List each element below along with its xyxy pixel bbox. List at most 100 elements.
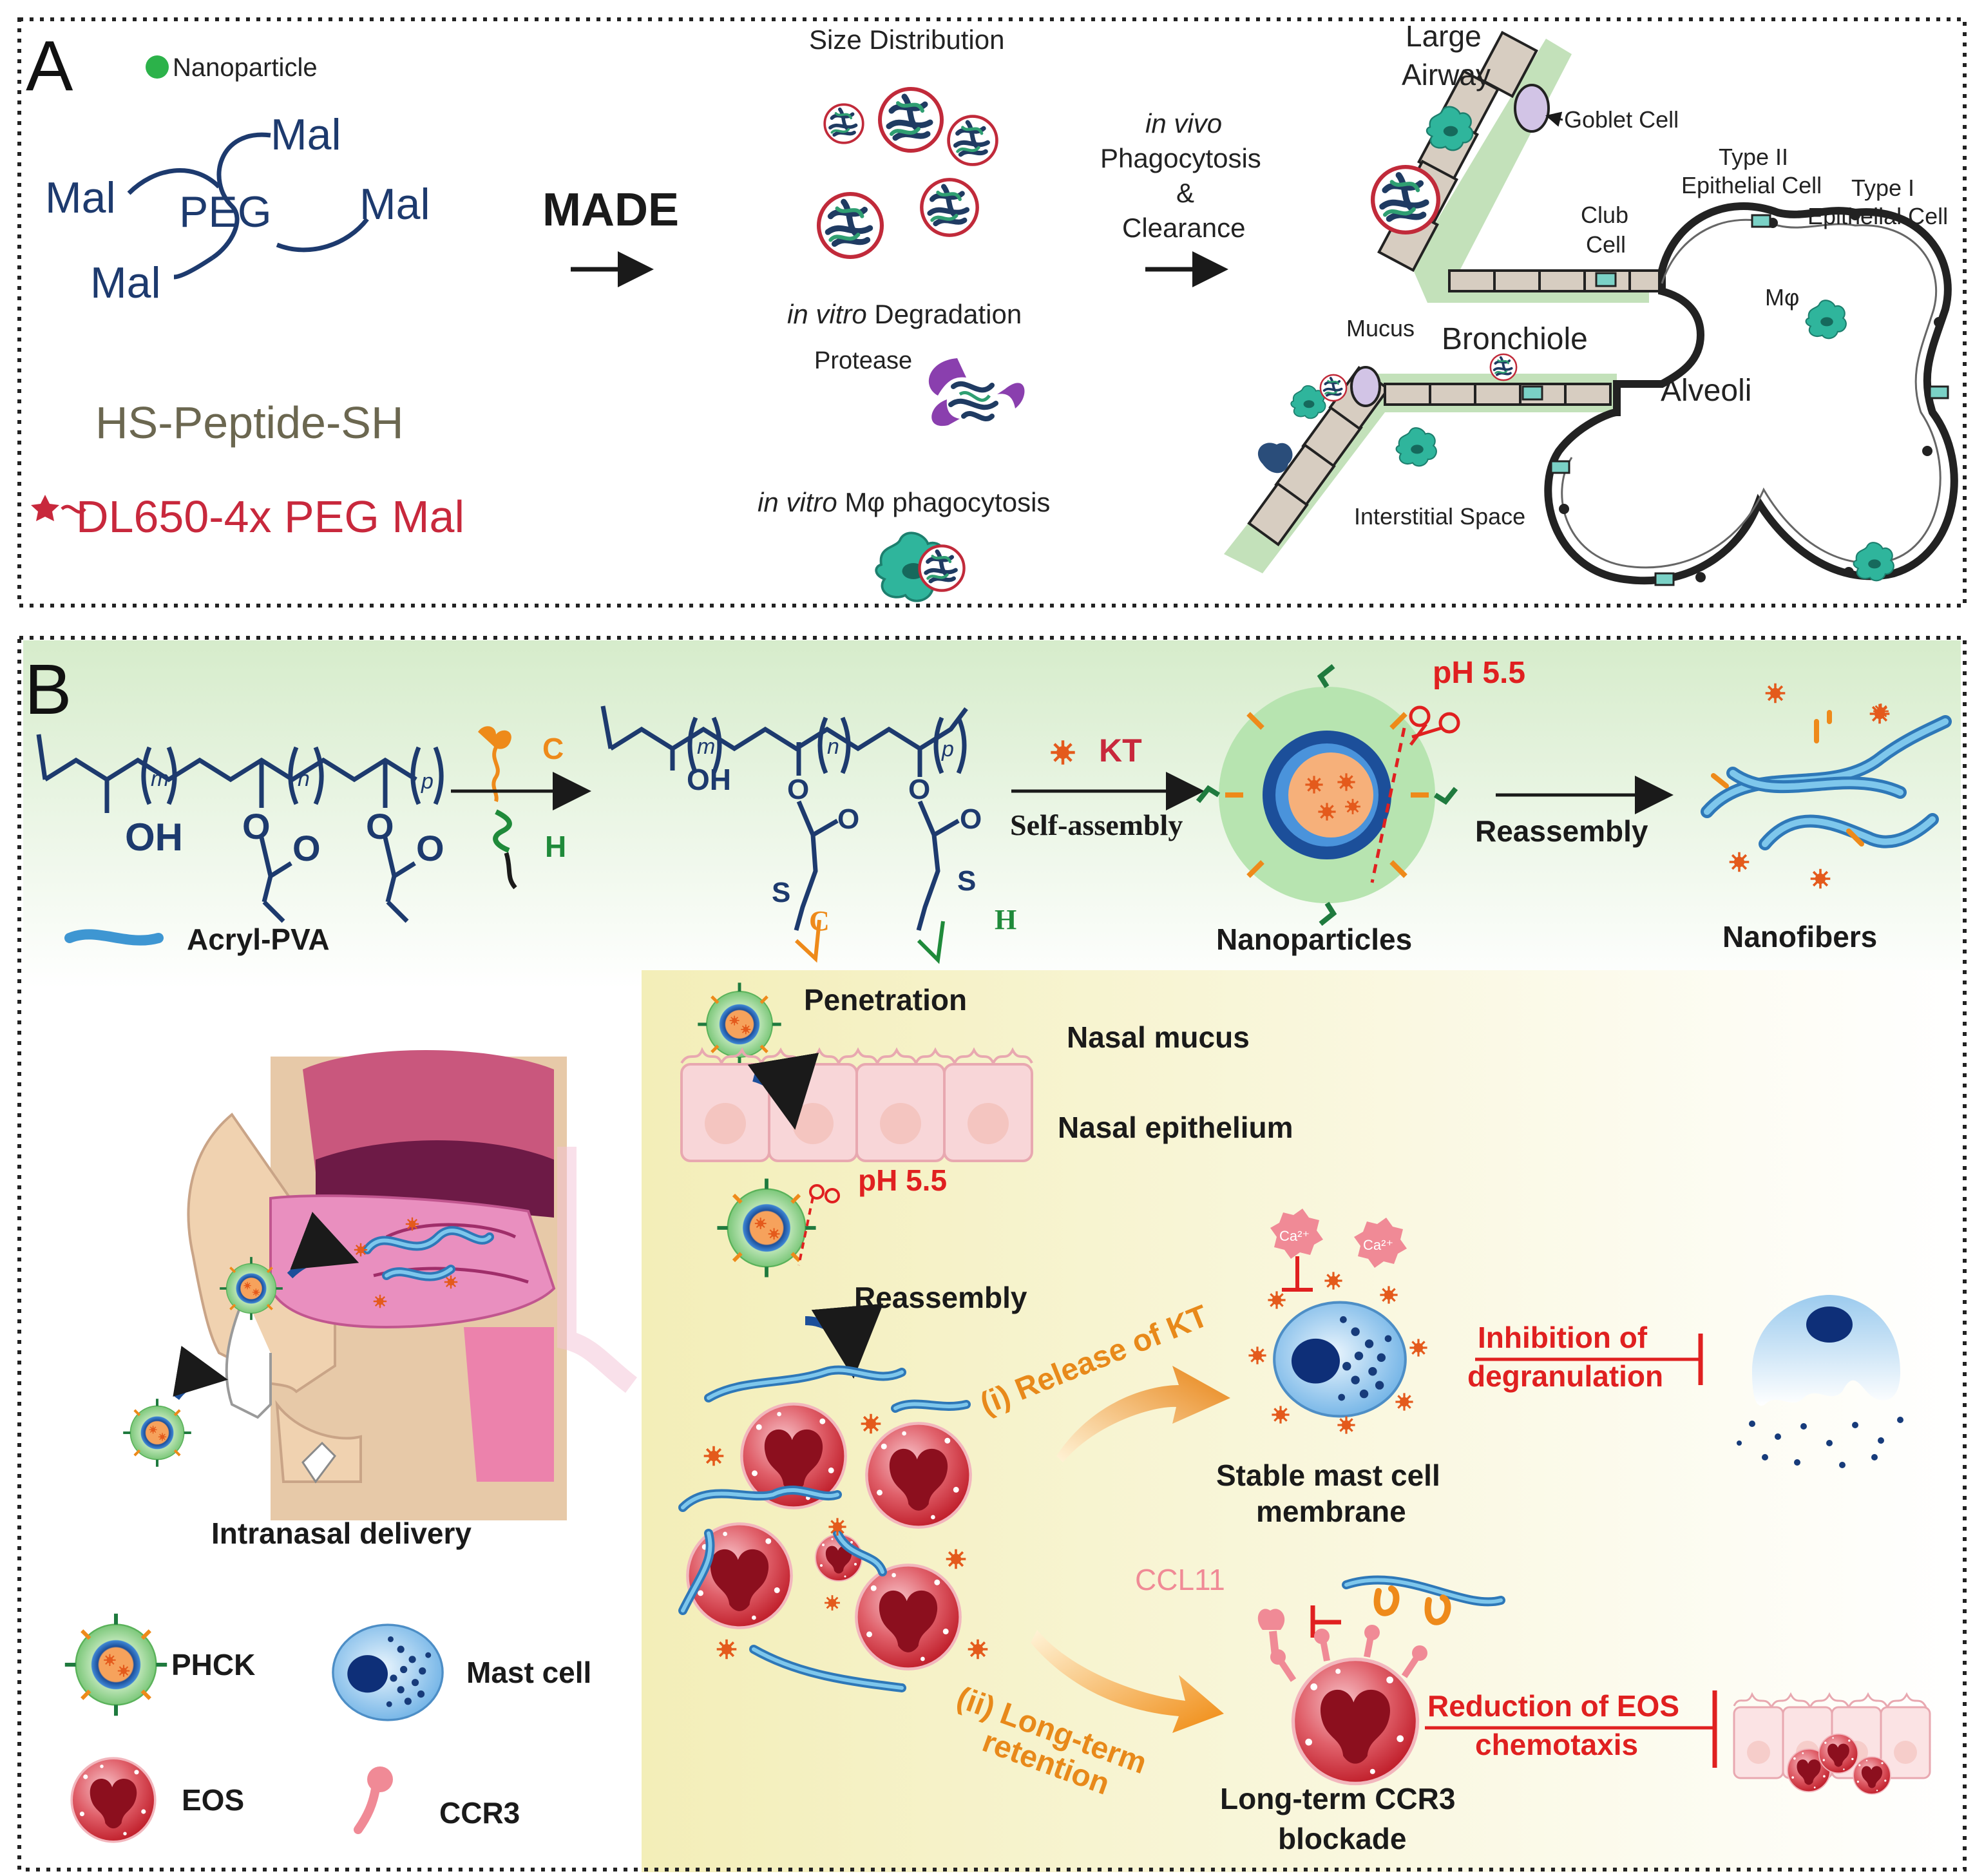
size-distribution-particles	[819, 89, 997, 257]
legend-mast-label: Mast cell	[466, 1656, 591, 1689]
kt-label: KT	[1099, 732, 1142, 769]
macrophage-label: Mφ	[1765, 284, 1799, 311]
in-vivo-line3: &	[1176, 178, 1194, 208]
product-sub-p: p	[941, 737, 954, 761]
size-distribution-label: Size Distribution	[809, 24, 1004, 55]
club-line2: Cell	[1586, 231, 1626, 258]
cysteine-reagent-icon	[478, 726, 511, 802]
pva-o3: O	[366, 806, 394, 847]
cleavage-scissors-icon	[797, 1184, 840, 1266]
protease-icon	[928, 358, 1025, 426]
product-o1: O	[787, 774, 809, 805]
panel-b-letter: B	[24, 650, 72, 729]
kt-star-icon	[1051, 740, 1074, 764]
blockade-line1: Long-term CCR3	[1220, 1782, 1455, 1815]
ca-ion-1-label: Ca²⁺	[1279, 1228, 1310, 1244]
pva-sub-n: n	[298, 767, 310, 791]
mucus-label: Mucus	[1346, 315, 1415, 341]
intranasal-arrow	[173, 1346, 228, 1401]
panel-a-letter: A	[26, 26, 73, 106]
acryl-pva-icon	[64, 929, 164, 946]
nanoparticle-legend-label: Nanoparticle	[173, 53, 318, 82]
ph-mid-label: pH 5.5	[858, 1163, 947, 1197]
product-s1: S	[772, 877, 790, 908]
club-line1: Club	[1581, 202, 1628, 228]
type2-line2: Epithelial Cell	[1681, 172, 1822, 198]
in-vivo-line1: in vivo	[1145, 108, 1222, 139]
type1-line1: Type I	[1851, 175, 1914, 201]
nasal-anatomy	[187, 1050, 638, 1520]
goblet-pointer	[1545, 111, 1563, 127]
nanofibers-label: Nanofibers	[1722, 920, 1877, 953]
lung-anatomy	[1224, 30, 1958, 586]
intranasal-nanoparticle	[123, 1399, 191, 1467]
peg-arm-left: Mal	[45, 173, 116, 222]
ca-ion-2-label: Ca²⁺	[1363, 1237, 1393, 1253]
retention-arrow	[1031, 1630, 1224, 1733]
panel-a-frame	[17, 17, 1967, 608]
reduction-line2: chemotaxis	[1475, 1728, 1638, 1761]
legend-ccr3-icon	[354, 1766, 393, 1834]
nasal-epithelium-label: Nasal epithelium	[1058, 1111, 1293, 1144]
phagocytosis-prefix: in vitro	[758, 487, 837, 517]
scissors-icon	[1409, 705, 1460, 746]
histidine-reagent-icon	[493, 809, 517, 890]
large-airway-line1: Large	[1406, 19, 1482, 53]
pva-o2: O	[292, 828, 321, 868]
peg-core-label: PEG	[179, 187, 272, 236]
eos-fibers	[678, 1365, 971, 1692]
goblet-label: Goblet Cell	[1564, 106, 1679, 133]
pva-sub-m: m	[151, 767, 169, 791]
nanoparticle-legend-dot	[146, 55, 169, 79]
product-oh: OH	[687, 763, 731, 796]
ph-top-label: pH 5.5	[1433, 656, 1525, 690]
nanoparticles-label: Nanoparticles	[1216, 923, 1412, 956]
product-o2: O	[837, 803, 859, 835]
reagent-h-label: H	[545, 830, 566, 863]
reassembly-mid-label: Reassembly	[854, 1281, 1027, 1314]
panel-b-top-band	[23, 640, 1961, 988]
product-o3: O	[908, 774, 930, 805]
peg-arm-right: Mal	[359, 180, 430, 229]
reassembly-mid-arrow	[805, 1303, 884, 1379]
ca-block-icon	[1282, 1256, 1313, 1292]
inhibition-line1: Inhibition of	[1478, 1321, 1648, 1354]
peptide-label: HS-Peptide-SH	[95, 397, 404, 448]
phagocytosis-suffix: Mφ phagocytosis	[837, 487, 1051, 517]
in-vivo-line4: Clearance	[1122, 213, 1245, 243]
large-airway-line2: Airway	[1402, 58, 1491, 91]
ca-ion-2: Ca²⁺	[1354, 1218, 1407, 1268]
stable-mast-cell	[1274, 1303, 1406, 1417]
in-vivo-line2: Phagocytosis	[1100, 143, 1261, 173]
ccl11-label: CCL11	[1135, 1563, 1225, 1596]
peg-structure: PEG Mal Mal Mal Mal	[45, 110, 430, 307]
method-label: MADE	[542, 184, 679, 236]
nanoparticle-diagram	[1196, 664, 1460, 926]
inhibition-line2: degranulation	[1467, 1359, 1663, 1393]
reassembly-top-label: Reassembly	[1475, 814, 1648, 848]
product-structure	[600, 705, 968, 931]
pva-sub-p: p	[421, 769, 434, 794]
stable-line2: membrane	[1256, 1495, 1406, 1528]
reduction-line1: Reduction of EOS	[1427, 1689, 1679, 1723]
type1-line2: Epithelial Cell	[1808, 203, 1948, 229]
degradation-prefix: in vitro	[787, 299, 867, 329]
phagocytosis-icon	[875, 531, 964, 602]
pva-o4: O	[416, 828, 444, 868]
product-h-link	[917, 921, 945, 964]
product-s2: S	[957, 865, 976, 897]
degradation-suffix: Degradation	[867, 299, 1022, 329]
protease-label: Protease	[814, 347, 912, 374]
ccr3-receptors	[1270, 1625, 1427, 1682]
pva-oh: OH	[125, 816, 183, 859]
phagocytosis-label: in vitro Mφ phagocytosis	[758, 487, 1050, 517]
reagent-c-label: C	[542, 732, 564, 765]
dye-label: DL650-4x PEG Mal	[76, 492, 464, 542]
product-c: C	[809, 905, 830, 937]
peg-arm-bottom: Mal	[90, 258, 161, 307]
blockade-line2: blockade	[1278, 1822, 1406, 1855]
type2-line1: Type II	[1719, 144, 1788, 170]
dye-icon	[31, 495, 86, 521]
legend-eos-label: EOS	[182, 1783, 244, 1817]
